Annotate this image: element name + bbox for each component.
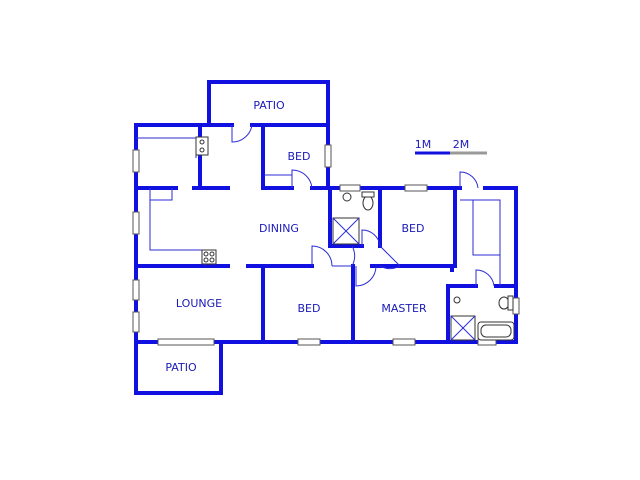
basin-icon-ensuite (453, 296, 461, 304)
scale-label-1m: 1M (415, 138, 432, 151)
window-dining-left (132, 211, 140, 235)
label-master: MASTER (381, 302, 427, 315)
label-bed-top: BED (288, 150, 311, 163)
shower-icon-bath (332, 217, 360, 245)
shower-icon-ensuite (450, 315, 476, 341)
window-patio-bottom (157, 338, 215, 346)
window-bed-right-top (404, 184, 428, 192)
toilet-icon-ensuite (498, 295, 514, 311)
window-lounge-left-1 (132, 279, 140, 301)
window-bath-top (339, 184, 361, 192)
window-kitchen-left (132, 149, 140, 173)
label-dining: DINING (259, 222, 299, 235)
stove-icon (201, 249, 217, 265)
windows (132, 144, 520, 346)
fixtures (195, 136, 515, 341)
room-labels: PATIO BED DINING BED LOUNGE BED MASTER P… (165, 99, 427, 374)
toilet-icon-bath (361, 191, 375, 211)
doors (231, 124, 495, 287)
basin-icon-bath (342, 192, 352, 202)
window-bed-top-right (324, 144, 332, 168)
window-bed-bottom (297, 338, 321, 346)
label-patio-top: PATIO (253, 99, 285, 112)
bathtub-icon (477, 321, 515, 341)
scale-bar: 1M 2M (415, 138, 487, 155)
label-lounge: LOUNGE (176, 297, 222, 310)
walls (134, 80, 518, 395)
window-lounge-left-2 (132, 311, 140, 333)
window-master-bottom (392, 338, 416, 346)
sink-icon-kitchen (195, 136, 209, 156)
window-ensuite-right (512, 297, 520, 315)
interior-fittings (136, 137, 501, 286)
label-patio-bottom: PATIO (165, 361, 197, 374)
scale-label-2m: 2M (453, 138, 470, 151)
label-bed-right: BED (402, 222, 425, 235)
label-bed-bottom: BED (298, 302, 321, 315)
